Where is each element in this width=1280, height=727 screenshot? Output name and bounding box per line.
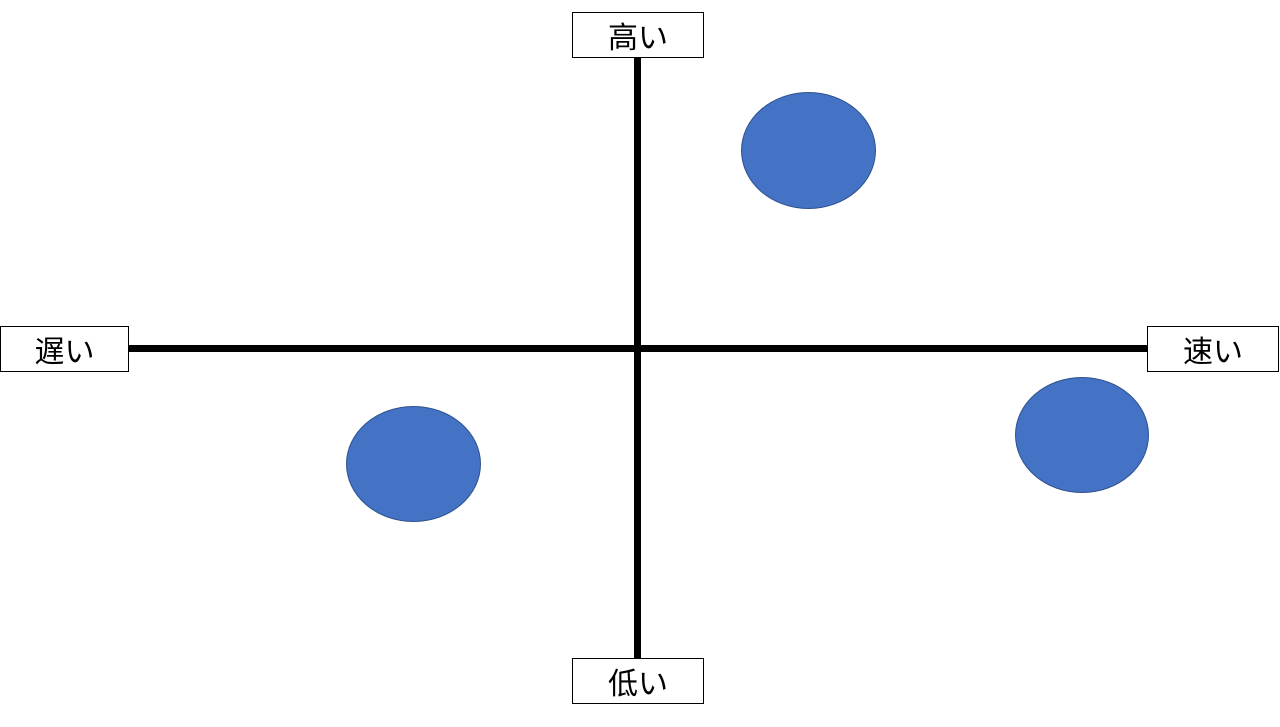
item-ellipse-bottom-left — [346, 406, 481, 522]
axis-label-right: 速い — [1147, 326, 1279, 372]
axis-label-top: 高い — [572, 12, 704, 58]
horizontal-axis — [128, 345, 1147, 352]
axis-label-left: 遅い — [0, 326, 129, 372]
vertical-axis — [634, 57, 641, 658]
item-ellipse-bottom-right — [1015, 377, 1149, 493]
item-ellipse-top-right — [741, 92, 876, 209]
axis-label-bottom: 低い — [572, 658, 704, 704]
